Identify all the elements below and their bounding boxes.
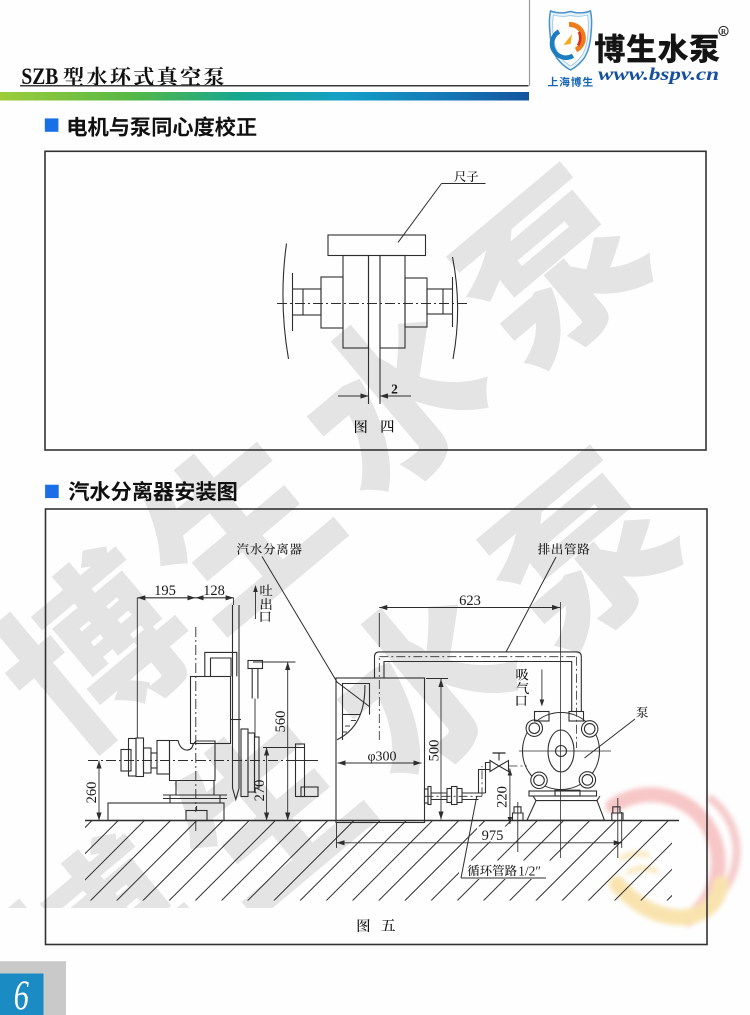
- svg-text:220: 220: [495, 786, 511, 808]
- svg-text:1/2″: 1/2″: [518, 864, 541, 879]
- svg-text:128: 128: [203, 583, 225, 599]
- svg-text:φ300: φ300: [367, 749, 396, 764]
- svg-text:195: 195: [154, 583, 176, 599]
- svg-text:270: 270: [252, 780, 268, 802]
- svg-text:560: 560: [273, 711, 289, 733]
- svg-text:R: R: [721, 28, 727, 36]
- svg-text:2: 2: [391, 382, 398, 397]
- svg-text:975: 975: [482, 828, 504, 844]
- svg-text:6: 6: [14, 972, 30, 1015]
- svg-text:260: 260: [84, 782, 100, 804]
- svg-text:www.bspv.cn: www.bspv.cn: [598, 64, 719, 84]
- svg-text:500: 500: [427, 740, 443, 762]
- svg-text:623: 623: [459, 593, 481, 609]
